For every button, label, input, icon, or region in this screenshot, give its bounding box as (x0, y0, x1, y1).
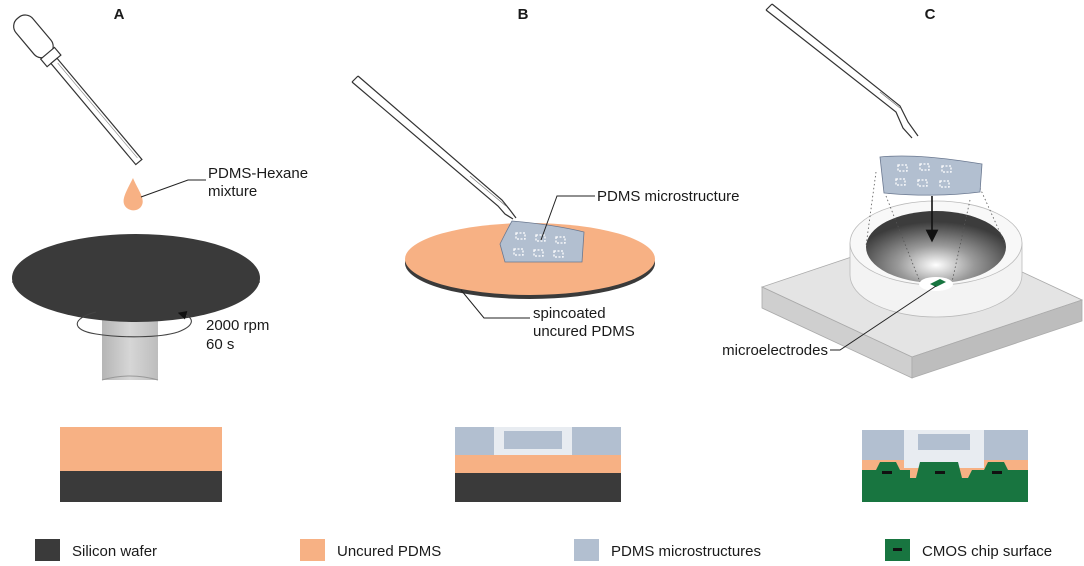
pdms-microstructure-sheet-c (879, 155, 983, 196)
legend-label-uncured-pdms: Uncured PDMS (337, 543, 441, 560)
legend-label-silicon-wafer: Silicon wafer (72, 543, 157, 560)
legend-label-cmos-chip-surface: CMOS chip surface (922, 543, 1052, 560)
microstructure-pattern-b (513, 232, 566, 258)
legend-swatch-silicon-wafer (35, 539, 60, 561)
legend: Silicon wafer Uncured PDMS PDMS microstr… (35, 539, 1052, 561)
pdms-hexane-droplet (123, 178, 143, 211)
projection-lines (865, 171, 1007, 283)
legend-item-cmos-chip-surface: CMOS chip surface (885, 539, 1052, 561)
cross-section-b (455, 427, 621, 502)
pdms-hexane-label-line2: mixture (208, 183, 257, 200)
microelectrodes-label: microelectrodes (722, 342, 828, 359)
spincoated-label-line2: uncured PDMS (533, 323, 635, 340)
legend-item-pdms-microstructures: PDMS microstructures (574, 539, 761, 561)
legend-item-uncured-pdms: Uncured PDMS (300, 539, 441, 561)
cmos-chip-center (919, 277, 953, 291)
pipette-a (13, 14, 143, 166)
tweezers-b (351, 75, 517, 220)
spincoated-leader-line (460, 289, 530, 319)
legend-electrode-mark (893, 548, 902, 551)
legend-item-silicon-wafer: Silicon wafer (35, 539, 157, 561)
spin-time-label: 60 s (206, 336, 234, 353)
tweezers-c (765, 3, 919, 139)
pdms-microstructure-leader-line (540, 195, 595, 241)
silicon-wafer-a-top (12, 234, 260, 322)
microelectrodes-leader-line (830, 285, 937, 351)
cross-section-c (862, 430, 1028, 502)
culture-well-ring (849, 200, 1023, 318)
microstructure-pattern-c (895, 163, 952, 188)
panel-label-c: C (925, 6, 936, 23)
pdms-microstructure-label: PDMS microstructure (597, 188, 740, 205)
spin-speed-label: 2000 rpm (206, 317, 269, 334)
panel-label-a: A (114, 6, 125, 23)
legend-label-pdms-microstructures: PDMS microstructures (611, 543, 761, 560)
pdms-hexane-label-line1: PDMS-Hexane (208, 165, 308, 182)
panel-label-b: B (518, 6, 529, 23)
legend-swatch-pdms-microstructures (574, 539, 599, 561)
rotation-arrow (76, 310, 192, 338)
cross-section-a (60, 427, 222, 502)
legend-swatch-uncured-pdms (300, 539, 325, 561)
spincoated-label-line1: spincoated (533, 305, 606, 322)
pdms-hexane-leader-line (140, 179, 206, 198)
